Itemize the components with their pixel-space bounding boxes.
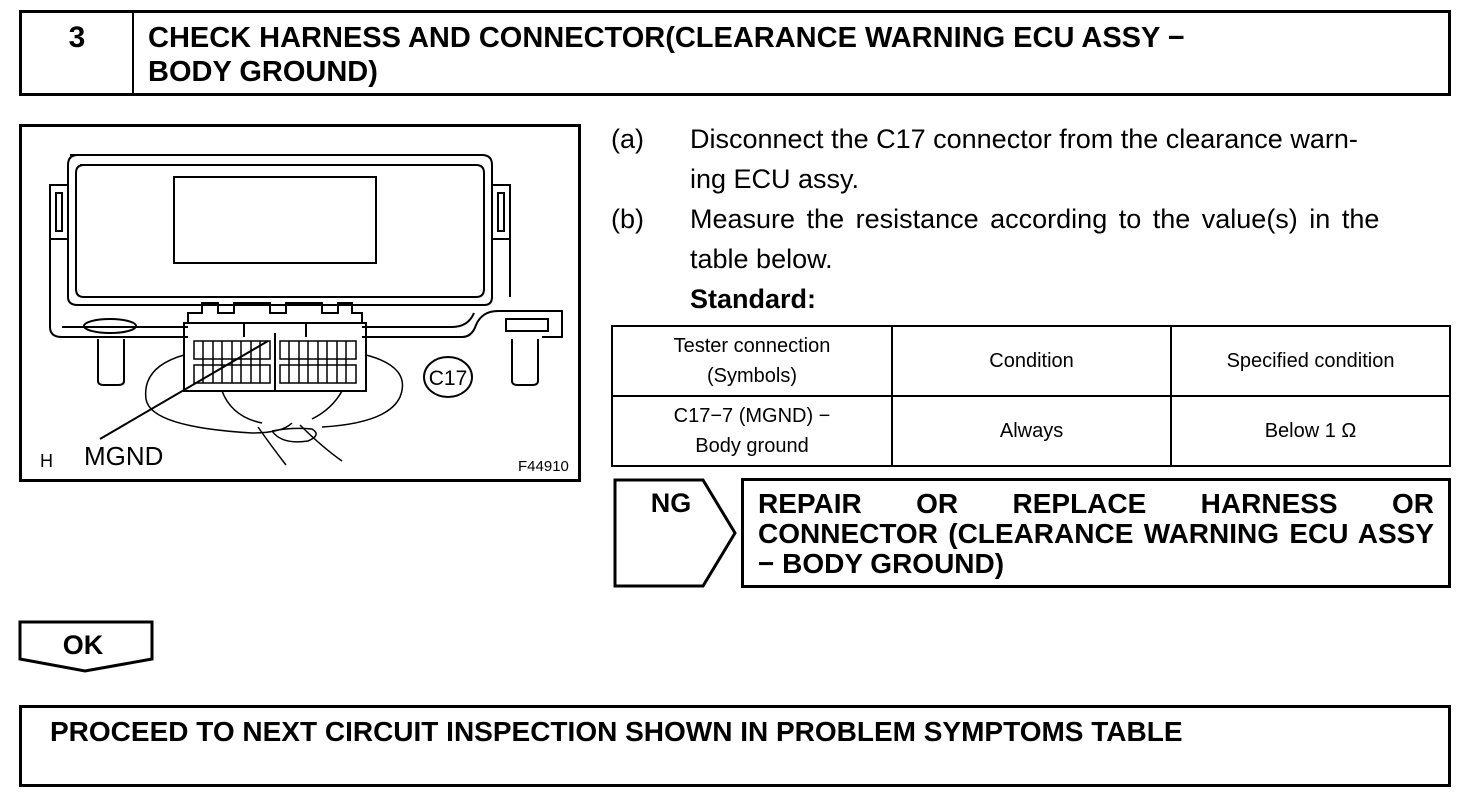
c17-label-bubble [423,356,473,398]
c17-label: C17 [429,367,468,390]
proceed-text: PROCEED TO NEXT CIRCUIT INSPECTION SHOWN… [50,716,1183,747]
cell-condition: Always [890,395,1173,467]
instruction-b-text: Measure the resistance according to the … [690,199,1451,319]
ok-arrow: OK [18,620,154,673]
instruction-a-label: (a) [611,124,644,154]
proceed-box: PROCEED TO NEXT CIRCUIT INSPECTION SHOWN… [19,705,1451,787]
ng-repair-text: REPAIR OR REPLACE HARNESS OR CONNECTOR (… [758,488,1434,579]
step-number: 3 [68,21,86,54]
ng-repair-box: REPAIR OR REPLACE HARNESS OR CONNECTOR (… [741,478,1451,588]
ng-arrow: NG [613,478,737,588]
wire-harness [144,354,404,466]
figure-id: F44910 [518,458,569,475]
step-title-line1: CHECK HARNESS AND CONNECTOR(CLEARANCE WA… [148,22,1185,54]
step-number-cell: 3 [22,13,134,93]
instruction-a-text: Disconnect the C17 connector from the cl… [690,119,1451,199]
standard-label: Standard: [690,284,817,314]
step-title: CHECK HARNESS AND CONNECTOR(CLEARANCE WA… [148,21,1438,89]
instruction-a-line2: ing ECU assy. [690,164,860,194]
ecu-connector-figure: C17 MGND H F44910 [19,124,581,482]
instruction-b-label: (b) [611,204,644,234]
header-condition: Condition [890,325,1173,397]
cell-specified-condition: Below 1 Ω [1170,395,1451,467]
instruction-b: (b) Measure the resistance according to … [611,199,1451,319]
c17-connector [183,302,367,392]
instruction-b-line2: table below. [690,244,833,274]
ng-label: NG [651,488,692,518]
instruction-b-line1: Measure the resistance according to the … [690,204,1380,234]
figure-corner-label: H [40,451,53,471]
mgnd-label: MGND [84,441,163,471]
instruction-a-line1: Disconnect the C17 connector from the cl… [690,124,1358,154]
instruction-a: (a) Disconnect the C17 connector from th… [611,119,1451,199]
header-specified-condition: Specified condition [1170,325,1451,397]
table-row: C17−7 (MGND) − Body ground Always Below … [611,395,1451,467]
cell-tester-connection: C17−7 (MGND) − Body ground [611,395,893,467]
step-title-line2: BODY GROUND) [148,56,378,88]
ok-label: OK [63,630,104,660]
ecu-body [49,154,563,386]
header-tester-connection: Tester connection (Symbols) [611,325,893,397]
table-header-row: Tester connection (Symbols) Condition Sp… [611,325,1451,397]
step-header: 3 CHECK HARNESS AND CONNECTOR(CLEARANCE … [19,10,1451,96]
mgnd-pointer-line [99,340,269,440]
ecu-illustration: C17 MGND H F44910 [40,154,569,475]
spec-table: Tester connection (Symbols) Condition Sp… [611,325,1451,467]
